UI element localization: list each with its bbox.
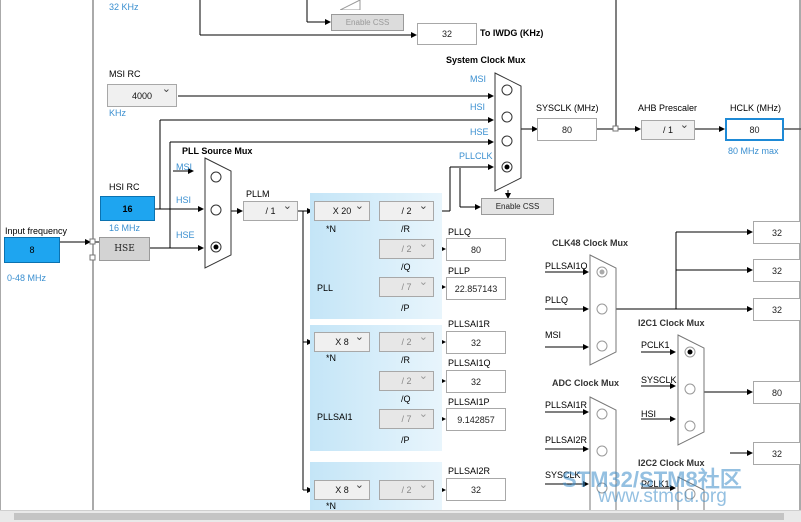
enable-css-top-button[interactable]: Enable CSS — [331, 14, 404, 31]
sys-mux-pllclk: PLLCLK — [459, 151, 493, 161]
pll-src-hse: HSE — [176, 230, 195, 240]
adc-mux[interactable] — [589, 396, 617, 514]
clk48-mux[interactable] — [589, 254, 617, 366]
horizontal-scrollbar[interactable] — [0, 510, 801, 522]
pllsai2r-value: 32 — [446, 478, 506, 501]
pll-source-mux-title: PLL Source Mux — [182, 146, 253, 156]
iwdg-output: 32 — [417, 23, 477, 45]
msi-rc-label: MSI RC — [109, 69, 141, 79]
msi-rc-select[interactable]: 4000 — [107, 82, 177, 107]
pllsai1-name: PLLSAI1 — [317, 412, 353, 422]
watermark-line1: STM32/STM8社区 — [562, 467, 742, 492]
hclk-max: 80 MHz max — [728, 146, 779, 156]
pllsai2-r-select[interactable]: / 2 — [379, 478, 434, 500]
i2c1-in-sysclk: SYSCLK — [641, 375, 677, 385]
sysclk-label: SYSCLK (MHz) — [536, 103, 599, 113]
pllsai1-q-select[interactable]: / 2 — [379, 369, 434, 391]
hclk-label: HCLK (MHz) — [730, 103, 781, 113]
clk48-out-1: 32 — [753, 221, 800, 244]
clk48-out-3: 32 — [753, 298, 800, 321]
pll-p-select[interactable]: / 7 — [379, 275, 434, 297]
pll-source-mux[interactable] — [204, 157, 232, 269]
sys-mux-hse: HSE — [470, 127, 489, 137]
i2c1-mux-title: I2C1 Clock Mux — [638, 318, 705, 328]
pllsai1-p-label: /P — [401, 435, 410, 445]
enable-css-button[interactable]: Enable CSS — [481, 198, 554, 215]
clk48-out-2: 32 — [753, 259, 800, 282]
system-clock-mux[interactable] — [494, 72, 522, 192]
pllsai1-n-label: *N — [326, 353, 337, 363]
clk48-mux-title: CLK48 Clock Mux — [552, 238, 629, 248]
pllsai2r-label: PLLSAI2R — [448, 466, 491, 476]
pllsai1q-value: 32 — [446, 370, 506, 393]
input-frequency-field[interactable]: 8 — [4, 237, 60, 263]
hsi-rc-label: HSI RC — [109, 182, 140, 192]
clk48-in-pllsai1q: PLLSAI1Q — [545, 261, 588, 271]
adc-in-sysclk: SYSCLK — [545, 470, 581, 480]
pllsai2-n-label: *N — [326, 501, 337, 511]
hse-block[interactable]: HSE — [99, 237, 150, 261]
pllsai1-r-select[interactable]: / 2 — [379, 330, 434, 352]
pll-src-msi: MSI — [176, 162, 193, 172]
pllm-select[interactable]: / 1 — [243, 199, 298, 221]
pll-q-select[interactable]: / 2 — [379, 237, 434, 259]
adc-in-pllsai2r: PLLSAI2R — [545, 435, 588, 445]
clk48-in-pllq: PLLQ — [545, 295, 569, 305]
pllsai1r-label: PLLSAI1R — [448, 319, 491, 329]
pll-name: PLL — [317, 283, 334, 293]
ahb-prescaler-label: AHB Prescaler — [638, 103, 698, 113]
i2c1-mux[interactable] — [677, 334, 705, 446]
i2c2-in-pclk1: PCLK1 — [641, 479, 670, 489]
sys-mux-msi: MSI — [470, 74, 487, 84]
iwdg-label: To IWDG (KHz) — [480, 28, 544, 38]
scrollbar-thumb[interactable] — [14, 513, 784, 520]
hsi-freq: 16 MHz — [109, 223, 141, 233]
pllsai1-q-label: /Q — [401, 394, 411, 404]
i2c1-in-pclk1: PCLK1 — [641, 340, 670, 350]
pll-q-label: /Q — [401, 262, 411, 272]
pll-n-select[interactable]: X 20 — [314, 199, 370, 221]
msi-unit: KHz — [109, 108, 127, 118]
pllsai1p-label: PLLSAI1P — [448, 397, 490, 407]
i2c2-mux[interactable] — [677, 476, 705, 514]
pllp-label: PLLP — [448, 266, 471, 276]
pllq-label: PLLQ — [448, 227, 472, 237]
pllsai1r-value: 32 — [446, 331, 506, 354]
adc-in-pllsai1r: PLLSAI1R — [545, 400, 588, 410]
sysclk-value: 80 — [537, 118, 597, 141]
pllsai1-p-select[interactable]: / 7 — [379, 407, 434, 429]
css-mux-icon — [340, 0, 361, 10]
i2c2-out: 32 — [753, 442, 800, 465]
pllp-value: 22.857143 — [446, 277, 506, 300]
watermark-line2: www.stmcu.org — [598, 486, 727, 507]
sys-mux-hsi: HSI — [470, 102, 486, 112]
pll-p-label: /P — [401, 303, 410, 313]
i2c1-in-hsi: HSI — [641, 409, 657, 419]
input-frequency-label: Input frequency — [5, 226, 68, 236]
pll-r-select[interactable]: / 2 — [379, 199, 434, 221]
ahb-prescaler-select[interactable]: / 1 — [641, 118, 695, 140]
i2c2-mux-title: I2C2 Clock Mux — [638, 458, 705, 468]
pllm-label: PLLM — [246, 189, 270, 199]
system-clock-mux-title: System Clock Mux — [446, 55, 526, 65]
pllsai1p-value: 9.142857 — [446, 408, 506, 431]
input-frequency-range: 0-48 MHz — [7, 273, 47, 283]
pllq-value: 80 — [446, 238, 506, 261]
pll-r-label: /R — [401, 224, 410, 234]
clk48-in-msi: MSI — [545, 330, 562, 340]
khz-label: 32 KHz — [109, 2, 139, 12]
hsi-rc-value: 16 — [100, 196, 155, 221]
pllsai1-r-label: /R — [401, 355, 410, 365]
pll-n-label: *N — [326, 224, 337, 234]
pllsai1-n-select[interactable]: X 8 — [314, 330, 370, 352]
pllsai2-n-select[interactable]: X 8 — [314, 478, 370, 500]
hclk-field[interactable]: 80 — [725, 118, 784, 141]
i2c1-out: 80 — [753, 381, 800, 404]
adc-mux-title: ADC Clock Mux — [552, 378, 620, 388]
pllsai1q-label: PLLSAI1Q — [448, 358, 491, 368]
pll-src-hsi: HSI — [176, 195, 192, 205]
